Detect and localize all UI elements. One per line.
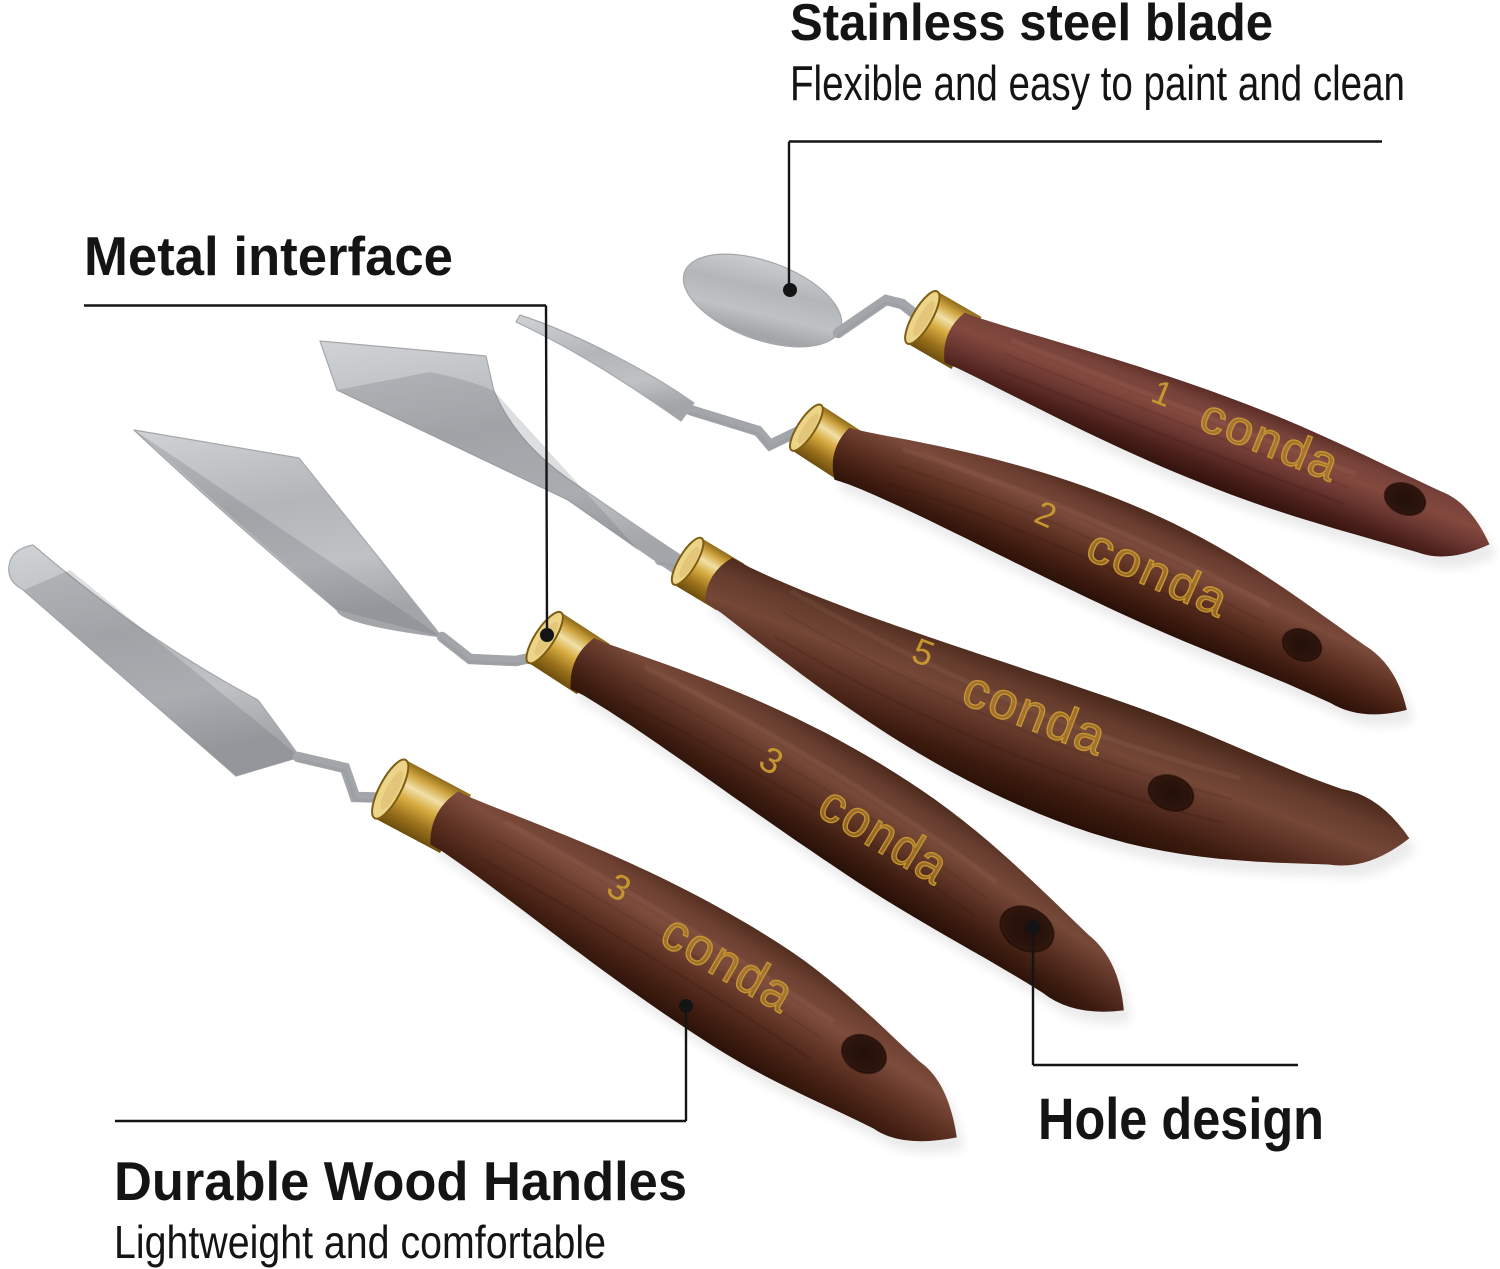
svg-text:Durable Wood Handles: Durable Wood Handles [114, 1150, 687, 1212]
svg-text:Stainless steel blade: Stainless steel blade [790, 0, 1273, 52]
svg-text:Flexible and easy to paint and: Flexible and easy to paint and clean [790, 57, 1405, 111]
svg-text:Lightweight and comfortable: Lightweight and comfortable [114, 1216, 606, 1268]
svg-text:Hole design: Hole design [1038, 1087, 1324, 1152]
svg-text:Metal interface: Metal interface [84, 225, 453, 287]
